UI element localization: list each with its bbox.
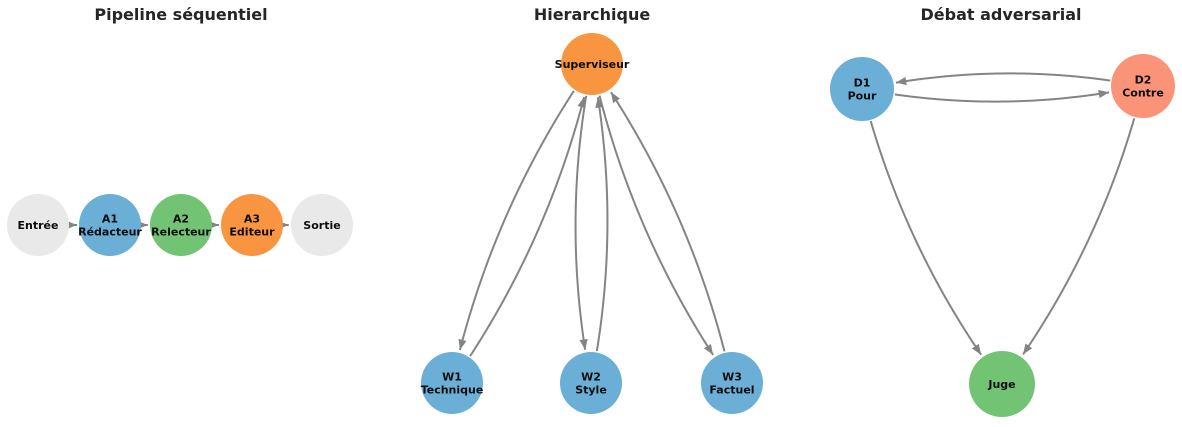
edge-d2-juge (1022, 118, 1136, 356)
edge-d2-d1 (895, 72, 1111, 86)
node-sortie (291, 194, 353, 256)
node-superviseur (561, 33, 623, 95)
node-w1 (421, 352, 483, 414)
panel-title-pipeline: Pipeline séquentiel (94, 5, 268, 24)
edge-superviseur-w1 (458, 90, 575, 351)
node-d2 (1111, 54, 1175, 118)
node-juge (969, 351, 1035, 417)
panel-title-hierarchy: Hierarchique (533, 5, 651, 24)
edge-d1-d2 (894, 89, 1110, 103)
edge-d1-juge (869, 120, 982, 356)
node-a1 (79, 194, 141, 256)
edge-superviseur-w3 (598, 95, 714, 356)
edge-w3-superviseur (610, 91, 726, 352)
node-w3 (701, 352, 763, 414)
edge-w2-superviseur (595, 97, 609, 352)
node-a2 (150, 194, 212, 256)
edge-w1-superviseur (469, 96, 586, 357)
node-d1 (830, 57, 894, 121)
node-label-sortie: Sortie (303, 219, 340, 232)
node-entree (7, 194, 69, 256)
node-label-entree: Entrée (18, 219, 59, 232)
node-w2 (560, 352, 622, 414)
node-label-juge: Juge (987, 378, 1015, 391)
panel-title-debate: Débat adversarial (920, 5, 1082, 24)
node-a3 (221, 194, 283, 256)
node-label-superviseur: Superviseur (555, 58, 630, 71)
edge-superviseur-w2 (574, 95, 588, 350)
edges-layer (66, 72, 1136, 357)
